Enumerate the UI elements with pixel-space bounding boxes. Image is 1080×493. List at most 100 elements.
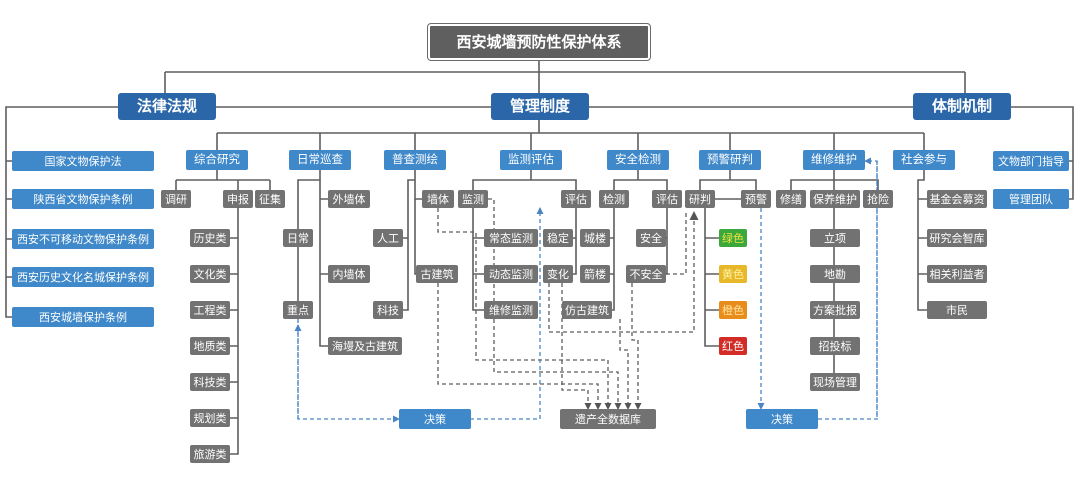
branch-maintenance: 维修维护 [803,150,865,170]
monitor-item: 动态监测 [484,265,538,283]
warning-level-orange: 橙色 [719,301,747,319]
safety-detect-item: 城楼 [580,229,610,247]
connector-line [561,283,592,410]
mechanism-item: 管理团队 [993,189,1069,209]
connector-line [613,170,668,190]
branch-patrol: 日常巡查 [289,150,351,170]
maintenance-sub: 抢险 [863,190,893,208]
patrol-target: 海墁及古建筑 [328,337,402,355]
connector-line [666,212,687,275]
connector-line [818,157,878,420]
connector-line [704,208,719,347]
law-item: 西安不可移动文物保护条例 [12,229,154,249]
maintenance-step: 立项 [810,229,860,247]
law-item: 国家文物保护法 [12,151,154,171]
monitor-node: 监测 [458,190,488,208]
research-sub: 申报 [223,190,253,208]
connector-line [573,208,577,275]
connector-line [230,208,239,455]
category-mechanism: 体制机制 [913,93,1011,120]
patrol-target: 外墙体 [328,190,370,208]
maintenance-step: 招投标 [810,337,860,355]
connector-line [619,319,632,410]
category-management: 管理制度 [491,93,589,120]
safety-detect-item: 仿古建筑 [562,301,612,319]
safety-evaluate-item: 安全 [636,229,666,247]
connector-line [472,170,577,190]
maintenance-step: 方案批报 [810,301,860,319]
survey-target: 墙体 [422,190,454,208]
research-sub: 征集 [255,190,285,208]
monitor-item: 常态监测 [484,229,538,247]
warning-alert: 预警 [741,190,771,208]
warning-level-green: 绿色 [719,229,747,247]
branch-warning: 预警研判 [699,150,761,170]
decision-box-left: 决策 [399,409,471,429]
social-item: 市民 [927,301,987,319]
law-item: 西安历史文化名城保护条例 [12,267,154,287]
survey-target: 古建筑 [416,265,458,283]
connector-line [470,207,544,420]
research-item: 文化类 [190,265,230,283]
maintenance-step: 现场管理 [810,373,860,391]
connector-line [488,198,622,410]
survey-sub: 科技 [373,301,403,319]
connector-line [472,208,484,311]
research-item: 工程类 [190,301,230,319]
monitor-item: 维修监测 [484,301,538,319]
category-law: 法律法规 [118,93,216,120]
safety-detect-item: 箭楼 [580,265,610,283]
connector-line [631,283,642,410]
decision-box-right: 决策 [746,409,818,429]
social-item: 基金会募资 [927,190,987,208]
branch-safety: 安全检测 [607,150,669,170]
connector-line [437,283,602,410]
research-sub: 调研 [161,190,191,208]
diagram-title: 西安城墙预防性保护体系 [427,23,651,61]
connector-line [917,170,927,311]
connector-line [699,170,757,190]
connector-line [790,170,879,190]
heritage-database: 遗产全数据库 [560,409,656,429]
warning-level-yellow: 黄色 [719,265,747,283]
research-item: 历史类 [190,229,230,247]
connector-line [403,170,422,311]
research-item: 旅游类 [190,445,230,463]
social-item: 研究会智库 [927,229,987,247]
patrol-sub: 重点 [283,301,313,319]
safety-evaluate: 评估 [652,190,682,208]
law-item: 陕西省文物保护条例 [12,189,154,209]
connector-line [610,208,615,311]
monitor-evaluate-item: 变化 [543,265,573,283]
monitor-evaluate-item: 稳定 [543,229,573,247]
connector-line [164,60,966,93]
research-item: 地质类 [190,337,230,355]
warning-level-red: 红色 [719,337,747,355]
warning-judge: 研判 [685,190,715,208]
safety-detect: 检测 [599,190,629,208]
research-item: 规划类 [190,409,230,427]
mechanism-item: 文物部门指导 [993,151,1069,171]
connector-line [414,199,416,275]
connector-line [319,180,328,347]
safety-evaluate-item: 不安全 [626,265,666,283]
monitor-evaluate: 评估 [561,190,591,208]
connector-line [1011,106,1074,200]
maintenance-sub: 修缮 [776,190,806,208]
maintenance-sub: 保养维护 [810,190,860,208]
connector-line [548,211,699,333]
connector-line [437,208,612,410]
patrol-target: 内墙体 [328,265,370,283]
connector-line [666,208,668,275]
branch-social: 社会参与 [893,150,955,170]
social-item: 相关利益者 [927,265,987,283]
connector-line [216,120,925,150]
connector-line [175,170,271,190]
survey-sub: 人工 [373,229,403,247]
connector-line [297,319,400,423]
law-item: 西安城墙保护条例 [12,307,154,327]
branch-survey: 普查测绘 [384,150,446,170]
maintenance-step: 地勘 [810,265,860,283]
research-item: 科技类 [190,373,230,391]
